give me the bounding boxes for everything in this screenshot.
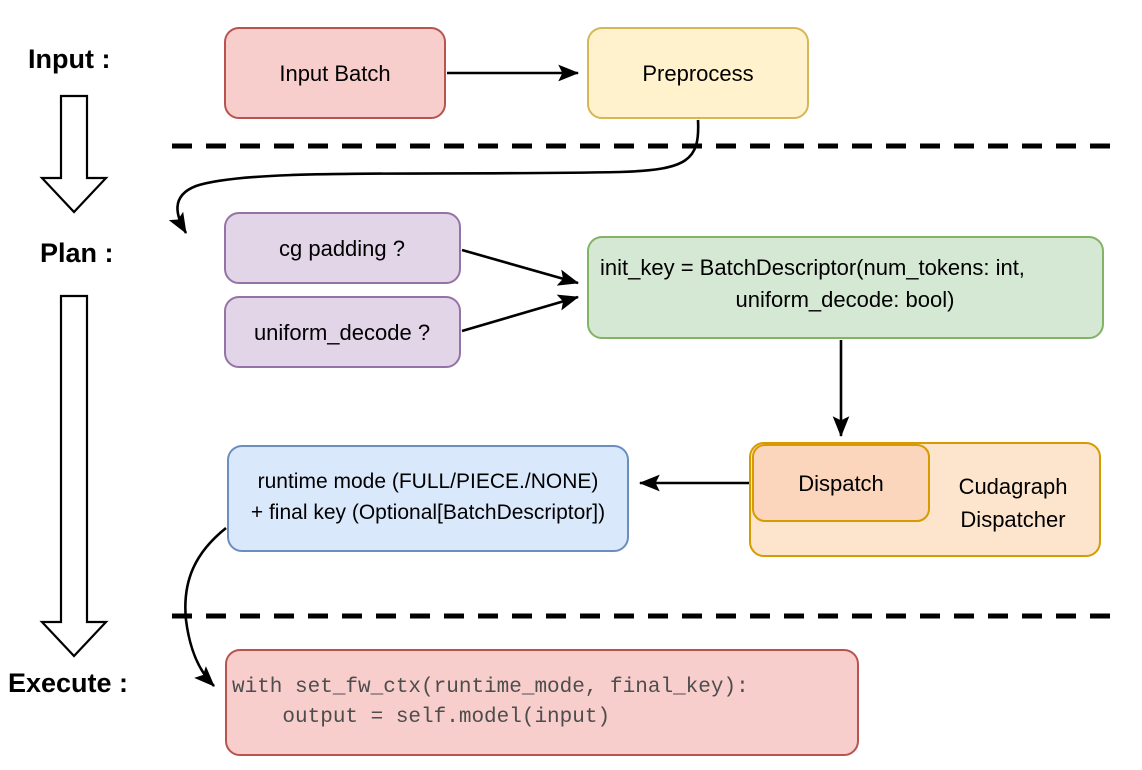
node-cg-padding-shape[interactable] xyxy=(224,212,461,284)
stage-arrow-plan-to-execute xyxy=(39,294,109,658)
stage-arrows xyxy=(39,94,109,658)
node-runtime-mode-shape[interactable] xyxy=(227,445,629,552)
node-uniform-decode[interactable]: uniform_decode ? xyxy=(224,296,461,368)
edge-uniform-decode-to-init-key xyxy=(461,294,579,333)
node-dispatch-shape[interactable] xyxy=(752,444,930,522)
node-cg-padding-label: cg padding ? xyxy=(279,236,405,261)
node-init-key-shape[interactable] xyxy=(587,236,1104,339)
node-preprocess-label: Preprocess xyxy=(642,61,753,86)
node-init-key-label-line1: init_key = BatchDescriptor(num_tokens: i… xyxy=(600,255,1025,280)
node-uniform-decode-label: uniform_decode ? xyxy=(254,320,430,345)
edge-runtime-mode-to-execute-code xyxy=(184,526,227,687)
node-execute-code-line1: with set_fw_ctx(runtime_mode, final_key)… xyxy=(232,676,749,699)
node-preprocess-shape[interactable] xyxy=(587,27,809,119)
node-init-key[interactable]: init_key = BatchDescriptor(num_tokens: i… xyxy=(587,236,1104,339)
node-runtime-mode[interactable]: runtime mode (FULL/PIECE./NONE) + final … xyxy=(227,445,629,552)
stage-arrow-input-to-plan xyxy=(39,94,109,214)
node-preprocess[interactable]: Preprocess xyxy=(587,27,809,119)
node-input-batch[interactable]: Input Batch xyxy=(224,27,446,119)
node-input-batch-label: Input Batch xyxy=(279,61,390,86)
stage-labels: Input : Plan : Execute : xyxy=(8,44,128,698)
edge-cg-padding-to-init-key xyxy=(461,248,580,286)
section-dividers xyxy=(172,143,1120,619)
node-execute-code-line2: output = self.model(input) xyxy=(232,706,610,729)
node-runtime-mode-label-line1: runtime mode (FULL/PIECE./NONE) xyxy=(258,470,599,493)
node-execute-code-shape[interactable] xyxy=(225,649,859,756)
stage-label-execute: Execute : xyxy=(8,668,128,698)
node-execute-code[interactable]: with set_fw_ctx(runtime_mode, final_key)… xyxy=(225,649,859,756)
node-init-key-label-line2: uniform_decode: bool) xyxy=(736,287,955,312)
node-cg-padding[interactable]: cg padding ? xyxy=(224,212,461,284)
node-dispatch[interactable]: Dispatch xyxy=(752,444,930,522)
node-dispatch-label: Dispatch xyxy=(798,471,884,496)
node-runtime-mode-label-line2: + final key (Optional[BatchDescriptor]) xyxy=(251,501,605,524)
stage-label-input: Input : xyxy=(28,44,110,74)
nodes: Input Batch Preprocess cg padding ? unif… xyxy=(224,27,1104,756)
node-uniform-decode-shape[interactable] xyxy=(224,296,461,368)
edges xyxy=(168,64,850,687)
node-cudagraph-dispatcher-label-line1: Cudagraph xyxy=(959,474,1068,499)
node-input-batch-shape[interactable] xyxy=(224,27,446,119)
node-cudagraph-dispatcher-label-line2: Dispatcher xyxy=(960,507,1065,532)
edge-preprocess-to-cg-padding xyxy=(168,119,700,234)
stage-label-plan: Plan : xyxy=(40,238,114,268)
